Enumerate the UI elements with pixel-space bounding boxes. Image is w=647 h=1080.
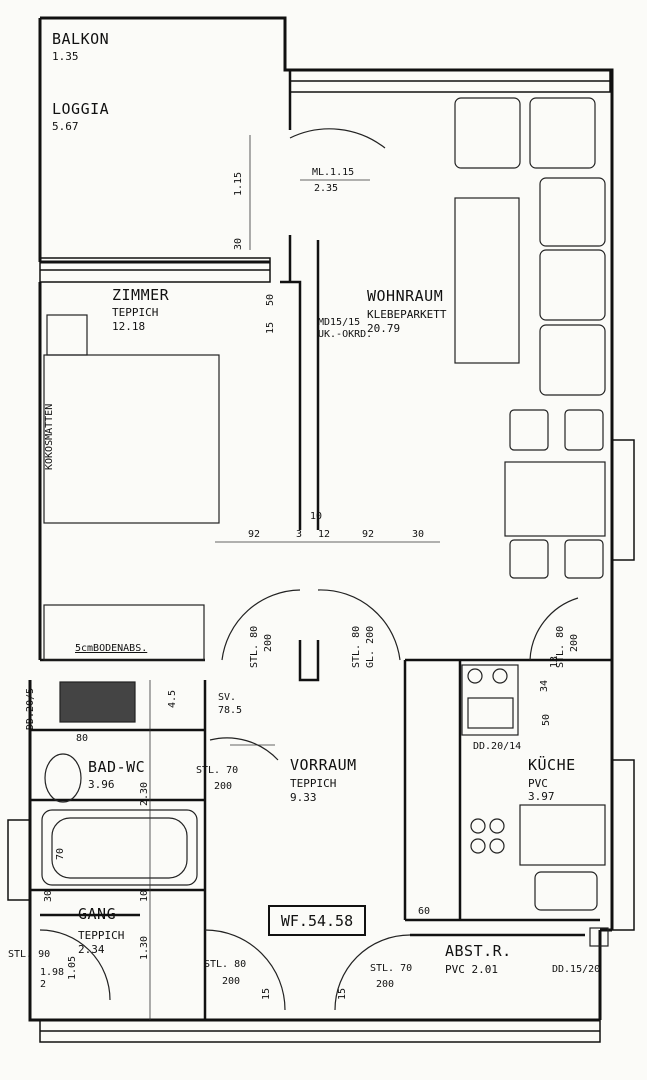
dd20-5-note: DD.20/5 bbox=[25, 687, 36, 730]
wohnraum-floor: KLEBEPARKETT bbox=[367, 308, 447, 321]
dim-15b: 15 bbox=[261, 987, 272, 1000]
door-bad-height: 200 bbox=[214, 781, 233, 792]
sv-note: SV. bbox=[218, 692, 237, 703]
dim-30a: 30 bbox=[233, 237, 244, 250]
dim-15c: 15 bbox=[337, 987, 348, 1000]
dim-34: 34 bbox=[539, 679, 550, 692]
ml-height: 2.35 bbox=[314, 183, 339, 194]
dim-50b: 50 bbox=[541, 713, 552, 726]
dim-80: 80 bbox=[76, 733, 89, 744]
dd15-20-note: DD.15/20 bbox=[552, 964, 601, 975]
dim-3: 3 bbox=[296, 529, 303, 540]
dim-230: 2.30 bbox=[139, 781, 150, 806]
dim-13: 13 bbox=[549, 655, 560, 668]
ukokrd-note: UK.-OKRD. bbox=[318, 329, 373, 340]
dim-10a: 10 bbox=[310, 511, 323, 522]
furniture bbox=[41, 97, 609, 947]
dim-130: 1.30 bbox=[139, 935, 150, 960]
dim-2: 2 bbox=[40, 979, 47, 990]
balkon-area: 1.35 bbox=[52, 50, 79, 63]
wohnraum-area: 20.79 bbox=[367, 322, 401, 335]
door-wohnraum-label: STL. 80 bbox=[351, 625, 362, 668]
gang-label: GANG bbox=[78, 905, 117, 923]
door-bad-label: STL. 70 bbox=[196, 765, 239, 776]
md-note: MD15/15 bbox=[318, 317, 361, 328]
wohnraum-label: WOHNRAUM bbox=[367, 287, 444, 305]
door-zimmer-label: STL. 80 bbox=[249, 625, 260, 668]
balkon-label: BALKON bbox=[52, 30, 110, 48]
zimmer-label: ZIMMER bbox=[112, 286, 170, 304]
abstr-floor-area: PVC 2.01 bbox=[445, 963, 498, 976]
dim-105: 1.05 bbox=[67, 955, 78, 980]
kueche-area: 3.97 bbox=[528, 790, 555, 803]
dim-15a: 15 bbox=[265, 321, 276, 334]
dim-30b: 30 bbox=[412, 529, 425, 540]
dim-12: 12 bbox=[318, 529, 331, 540]
kueche-floor: PVC bbox=[528, 777, 548, 790]
door-gang-label: STL. 80 bbox=[204, 959, 247, 970]
kokosmatten-note: KOKOSMATTEN bbox=[44, 403, 55, 470]
vorraum-area: 9.33 bbox=[290, 791, 317, 804]
zimmer-area: 12.18 bbox=[112, 320, 146, 333]
vorraum-label: VORRAUM bbox=[290, 756, 357, 774]
gang-area: 2.34 bbox=[78, 943, 105, 956]
bad-wc-area: 3.96 bbox=[88, 778, 115, 791]
loggia-label: LOGGIA bbox=[52, 100, 110, 118]
door-entrance-label: STL. 90 bbox=[8, 949, 51, 960]
door-abstr-label: STL. 70 bbox=[370, 963, 413, 974]
dim-45: 4.5 bbox=[167, 689, 178, 708]
interior-walls bbox=[30, 70, 612, 1020]
dim-92a: 92 bbox=[248, 529, 261, 540]
dim-30c: 30 bbox=[43, 889, 54, 902]
ml-note: ML.1.15 bbox=[312, 167, 355, 178]
sv-height: 78.5 bbox=[218, 705, 243, 716]
dd20-14-note: DD.20/14 bbox=[473, 741, 522, 752]
loggia-area: 5.67 bbox=[52, 120, 79, 133]
gang-floor: TEPPICH bbox=[78, 929, 125, 942]
dim-10b: 10 bbox=[139, 889, 150, 902]
door-swings bbox=[39, 128, 579, 1011]
door-gang-height: 200 bbox=[222, 976, 241, 987]
door-abstr-height: 200 bbox=[376, 979, 395, 990]
dim-92b: 92 bbox=[362, 529, 375, 540]
kueche-label: KÜCHE bbox=[528, 756, 576, 774]
windows bbox=[7, 69, 635, 1043]
door-kueche-height: 200 bbox=[569, 633, 580, 652]
dim-198: 1.98 bbox=[40, 967, 65, 978]
door-zimmer-height: 200 bbox=[263, 633, 274, 652]
bodenabs-note: 5cmBODENABS. bbox=[75, 643, 148, 654]
dim-50a: 50 bbox=[265, 293, 276, 306]
dimension-lines bbox=[149, 135, 440, 1020]
vorraum-floor: TEPPICH bbox=[290, 777, 337, 790]
total-area-box: WF.54.58 bbox=[268, 905, 366, 936]
bad-wc-label: BAD-WC bbox=[88, 758, 146, 776]
zimmer-floor: TEPPICH bbox=[112, 306, 159, 319]
door-wohnraum-height: GL. 200 bbox=[365, 625, 376, 668]
dim-115: 1.15 bbox=[233, 171, 244, 196]
dim-60: 60 bbox=[418, 906, 431, 917]
abstr-label: ABST.R. bbox=[445, 942, 512, 960]
dim-70: 70 bbox=[55, 847, 66, 860]
